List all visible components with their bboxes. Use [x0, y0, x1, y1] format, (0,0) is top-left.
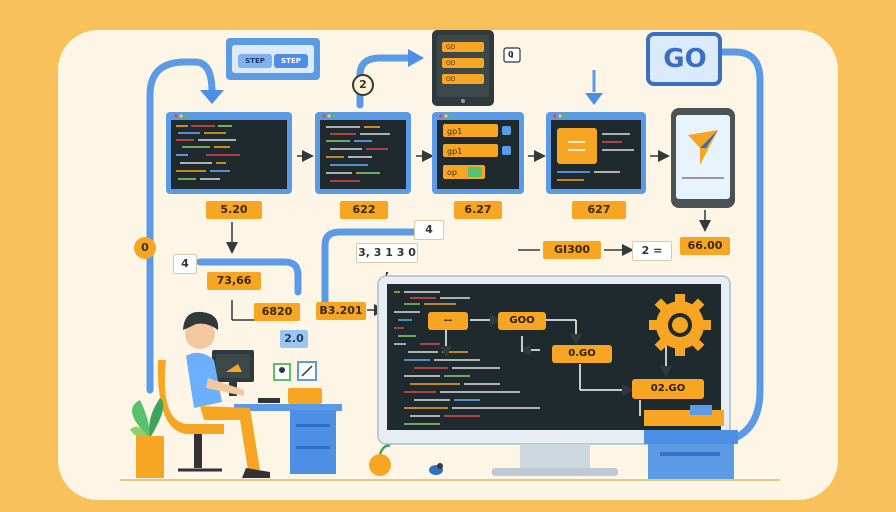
six-eight-label: 6820 [254, 303, 300, 321]
storage-box [644, 405, 738, 480]
monitor-node-d: 02.GO [632, 379, 704, 399]
bird-decoration [429, 463, 443, 475]
mid-value-label: 3, 3 1 3 0 , [356, 243, 418, 277]
go-badge: GO [663, 44, 707, 74]
step-toggle-right: STEP [274, 54, 308, 68]
terminal-window-4 [546, 112, 646, 194]
go-badge-frame [646, 32, 722, 86]
gear-icon [649, 294, 711, 356]
top-phone-item-1: GD [446, 44, 456, 51]
monitor-node-a: -- [428, 312, 468, 330]
terminal-label-1: 5.20 [206, 201, 262, 219]
step-circle-0: 0 [134, 237, 156, 259]
info-box-label: 0 [508, 50, 514, 59]
two-box: 2 = [632, 241, 672, 261]
four-box: 4 [414, 220, 444, 240]
terminal-label-4: 627 [572, 201, 626, 219]
right-value-label: GI300 [543, 241, 601, 259]
photo-icons [273, 361, 317, 381]
b-value-label: B3.201 [316, 302, 366, 320]
person-at-desk [157, 311, 342, 478]
step-toggle-left: STEP [238, 54, 272, 68]
mini-panel-button-3: op [447, 168, 457, 177]
top-phone-item-2: OD [446, 60, 456, 67]
terminal-window-2 [315, 112, 411, 194]
mini-panel-window [432, 112, 524, 194]
potted-plant [130, 398, 164, 478]
phone-device [671, 108, 735, 208]
flow-arrowheads [200, 49, 603, 105]
terminal-label-3: 6.27 [454, 201, 502, 219]
terminal-window-1 [166, 112, 292, 194]
mini-panel-button-2: gp1 [447, 147, 463, 156]
top-phone [432, 30, 494, 106]
flow-loop-lines [146, 48, 764, 444]
small-arrows [226, 150, 711, 321]
step-circle-2: 2 [352, 74, 374, 96]
monitor-node-c: 0.GO [552, 345, 612, 363]
mini-panel-button-1: gp1 [447, 127, 463, 136]
phone-label: 66.00 [680, 237, 730, 255]
seventy-label: 73,66 [207, 272, 261, 290]
four-left-box: 4 [173, 254, 197, 274]
two-zero-label: 2.0 [280, 330, 308, 348]
top-phone-item-3: OD [446, 76, 456, 83]
apple-decoration [369, 444, 391, 476]
terminal-label-2: 622 [340, 201, 388, 219]
monitor-node-b: GOO [498, 312, 546, 330]
